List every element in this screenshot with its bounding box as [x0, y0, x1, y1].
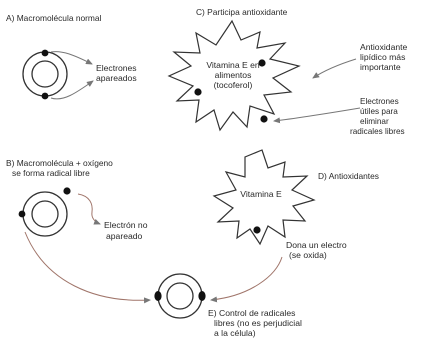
panel-a-inner-ring — [31, 60, 59, 88]
panel-c-star-line2: alimentos — [214, 70, 252, 80]
panel-c-star-line1: Vitamina E en — [206, 60, 260, 70]
panel-a-electron-top — [41, 49, 49, 57]
panel-e-outer-ring — [157, 273, 203, 319]
panel-c-callout1-line1: Antioxidante — [360, 42, 408, 52]
panel-c-callout2-line3: eliminar — [360, 117, 389, 126]
panel-c-electron-left — [194, 88, 202, 96]
panel-b-title-line2: se forma radical libre — [12, 168, 90, 178]
panel-c-callout2-line1: Electrones — [360, 97, 399, 106]
panel-a-callout-line1: Electrones — [96, 63, 137, 73]
flow-arrow-from-d — [210, 256, 283, 303]
panel-e-electron-left — [154, 291, 162, 301]
panel-b-callout-arrow — [77, 193, 101, 225]
panel-b-callout-line1: Electrón no — [104, 220, 148, 230]
panel-c-callout1-line2: lipídico más — [360, 52, 406, 62]
panel-c-title: C) Participa antioxidante — [196, 7, 288, 17]
panel-e-inner-ring — [166, 282, 194, 310]
panel-d-electron — [253, 226, 261, 234]
panel-a-electron-bottom — [41, 92, 49, 100]
panel-c-star-line3: (tocoferol) — [213, 80, 253, 90]
panel-c-callout1-line3: importante — [360, 62, 401, 72]
panel-a-callout-line2: apareados — [96, 73, 137, 83]
panel-c-star-shape — [167, 19, 301, 132]
panel-a-callout-arrows — [50, 51, 94, 100]
panel-b-molecule — [18, 187, 71, 237]
panel-a-molecule — [22, 49, 68, 100]
panel-d-callout-line1: Dona un electro — [286, 240, 347, 250]
panel-d-callout-line2: (se oxida) — [289, 250, 327, 260]
panel-b-inner-ring — [31, 200, 59, 228]
panel-c-callout2-line4: radicales libres — [350, 127, 405, 136]
panel-e-molecule — [154, 273, 206, 319]
panel-b-unpaired-electron — [63, 187, 71, 195]
panel-e-electron-right — [198, 291, 206, 301]
panel-d-starburst — [212, 149, 316, 246]
flow-arrow-from-b — [24, 231, 151, 304]
panel-a-title: A) Macromolécula normal — [6, 13, 102, 23]
flow-arrows — [24, 231, 283, 304]
panel-e-title-line3: a la célula) — [214, 328, 256, 338]
panel-b-electron-left — [18, 210, 26, 218]
panel-d-star-shape — [212, 149, 316, 246]
panel-c-callout-arrows — [273, 58, 361, 124]
panel-d-title: D) Antioxidantes — [318, 171, 379, 181]
panel-c-callout2-line2: útiles para — [360, 107, 398, 116]
panel-e-title-line2: libres (no es perjudicial — [214, 318, 302, 328]
panel-a-outer-ring — [22, 51, 68, 97]
panel-d-star-label: Vitamina E — [240, 189, 282, 199]
panel-b-outer-ring — [22, 191, 68, 237]
panel-c-electron-right — [258, 59, 266, 67]
panel-e-title-line1: E) Control de radicales — [208, 308, 296, 318]
panel-c-electron-bottom — [260, 115, 268, 123]
panel-b-title-line1: B) Macromolécula + oxígeno — [6, 158, 113, 168]
panel-b-callout-line2: apareado — [106, 231, 143, 241]
panel-c-starburst — [167, 19, 301, 132]
